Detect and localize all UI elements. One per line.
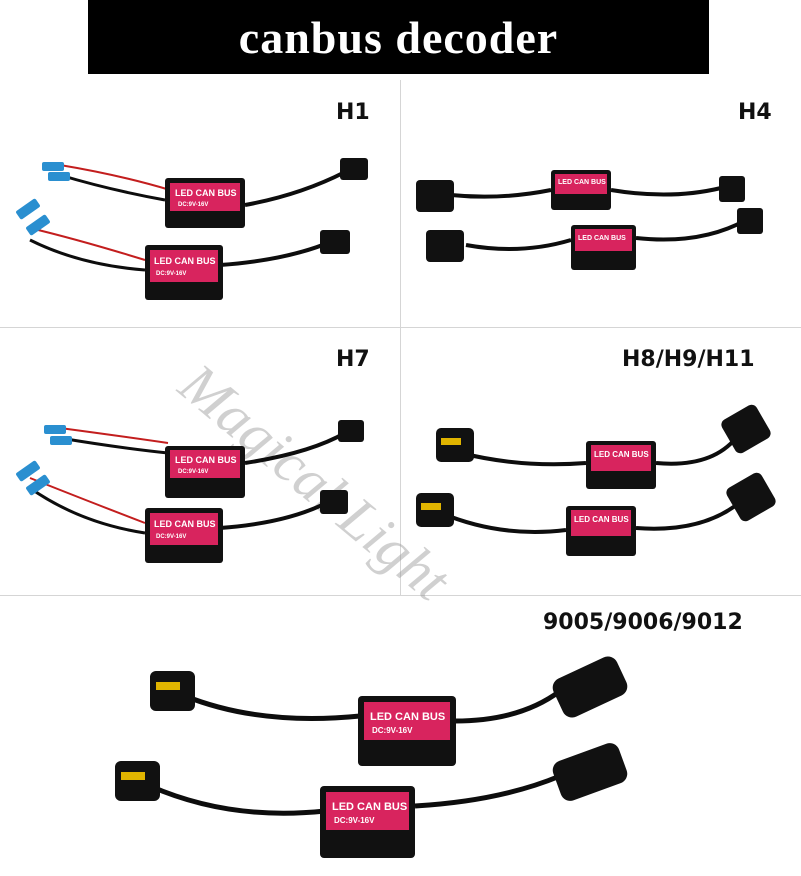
title-banner: canbus decoder <box>88 0 709 74</box>
label-h7: H7 <box>336 347 370 372</box>
panel-h8-h9-h11: LED CAN BUS LED CAN BUS <box>401 328 801 595</box>
9005-decoder-box-upper: LED CAN BUS DC:9V-16V <box>358 696 456 766</box>
panel-h4: LED CAN BUS LED CAN BUS <box>401 80 801 327</box>
h4-decoders: LED CAN BUS LED CAN BUS <box>416 170 763 270</box>
decoder-brand-text: LED CAN BUS <box>154 519 216 529</box>
h4-decoder-box-upper: LED CAN BUS <box>551 170 611 210</box>
9005-decoders: LED CAN BUS DC:9V-16V LED CAN BUS DC:9V-… <box>115 656 628 858</box>
h7-decoders: LED CAN BUS DC:9V-16V LED CAN BUS DC:9V-… <box>16 420 364 563</box>
label-h4: H4 <box>738 100 772 125</box>
decoder-brand-text: LED CAN BUS <box>332 801 407 813</box>
decoder-brand-text: LED CAN BUS <box>578 235 626 242</box>
decoder-brand-text: LED CAN BUS <box>558 179 606 186</box>
decoder-spec-text: DC:9V-16V <box>156 271 186 277</box>
divider-column <box>400 80 401 595</box>
9005-decoder-box-lower: LED CAN BUS DC:9V-16V <box>320 786 415 858</box>
panel-h1: LED CAN BUS DC:9V-16V LED CAN BUS DC:9V-… <box>0 80 400 327</box>
h1-decoders: LED CAN BUS DC:9V-16V LED CAN BUS DC:9V-… <box>16 158 368 300</box>
decoder-brand-text: LED CAN BUS <box>594 450 649 459</box>
h8-decoder-box-upper: LED CAN BUS <box>586 441 656 489</box>
decoder-spec-text: DC:9V-16V <box>372 726 413 735</box>
h8-h9-h11-decoders: LED CAN BUS LED CAN BUS <box>416 404 776 556</box>
label-9005-9006-9012: 9005/9006/9012 <box>543 610 743 635</box>
decoder-spec-text: DC:9V-16V <box>334 816 375 825</box>
banner-title: canbus decoder <box>238 11 559 63</box>
h4-decoder-box-lower: LED CAN BUS <box>571 225 636 270</box>
decoder-spec-text: DC:9V-16V <box>178 202 208 208</box>
decoder-spec-text: DC:9V-16V <box>156 534 186 540</box>
label-h1: H1 <box>336 100 370 125</box>
h1-decoder-box-lower: LED CAN BUS DC:9V-16V <box>145 245 223 300</box>
decoder-spec-text: DC:9V-16V <box>178 469 208 475</box>
label-h8-h9-h11: H8/H9/H11 <box>622 347 755 372</box>
decoder-brand-text: LED CAN BUS <box>175 188 237 198</box>
decoder-brand-text: LED CAN BUS <box>175 455 237 465</box>
decoder-brand-text: LED CAN BUS <box>574 515 629 524</box>
panel-9005-9006-9012: LED CAN BUS DC:9V-16V LED CAN BUS DC:9V-… <box>0 596 801 876</box>
h8-decoder-box-lower: LED CAN BUS <box>566 506 636 556</box>
h7-decoder-box-upper: LED CAN BUS DC:9V-16V <box>165 446 245 498</box>
h1-decoder-box-upper: LED CAN BUS DC:9V-16V <box>165 178 245 228</box>
h7-decoder-box-lower: LED CAN BUS DC:9V-16V <box>145 508 223 563</box>
divider-row-2 <box>0 595 801 596</box>
panel-h7: LED CAN BUS DC:9V-16V LED CAN BUS DC:9V-… <box>0 328 400 595</box>
decoder-brand-text: LED CAN BUS <box>154 256 216 266</box>
decoder-brand-text: LED CAN BUS <box>370 711 445 723</box>
